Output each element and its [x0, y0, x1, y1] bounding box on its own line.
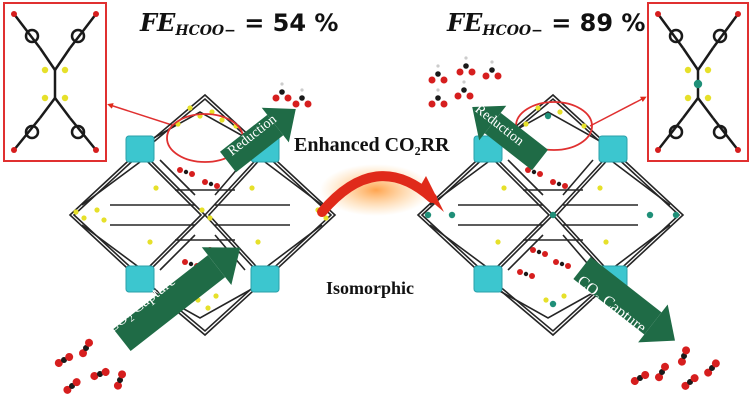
enhanced-co2rr-label: Enhanced CO₂RR	[294, 134, 450, 156]
right-capture-arrow	[573, 256, 675, 343]
right-formate-products	[428, 56, 502, 108]
left-fe-subscript: HCOO−	[175, 23, 236, 39]
left-fe-symbol: FE	[140, 8, 176, 37]
right-fe-equals: =	[542, 9, 580, 37]
right-fe-value: 89 %	[579, 9, 646, 37]
left-formate-products	[272, 82, 312, 108]
right-reduction-arrow	[472, 105, 549, 171]
left-reduction-arrow	[219, 107, 296, 173]
curved-transition-arrow	[317, 164, 444, 217]
left-linker-callout	[3, 2, 107, 162]
left-faradaic-efficiency: FEHCOO− = 54 %	[140, 8, 338, 39]
right-pore-co2	[517, 167, 571, 279]
left-fe-equals: =	[235, 9, 273, 37]
left-fe-value: 54 %	[272, 9, 339, 37]
right-faradaic-efficiency: FEHCOO− = 89 %	[447, 8, 645, 39]
left-mof-framework	[68, 93, 337, 337]
right-fe-symbol: FE	[447, 8, 483, 37]
left-free-co2	[54, 338, 127, 394]
left-linker-structure	[13, 13, 97, 151]
right-fe-subscript: HCOO−	[482, 23, 543, 39]
left-callout-pointer	[107, 103, 176, 127]
right-linker-structure	[656, 13, 740, 151]
left-capture-arrow	[113, 247, 241, 352]
right-linker-callout	[647, 2, 749, 162]
isomorphic-label: Isomorphic	[326, 278, 415, 298]
right-mof-framework	[416, 93, 685, 337]
right-callout-pointer	[589, 96, 647, 127]
right-free-co2	[630, 346, 720, 390]
